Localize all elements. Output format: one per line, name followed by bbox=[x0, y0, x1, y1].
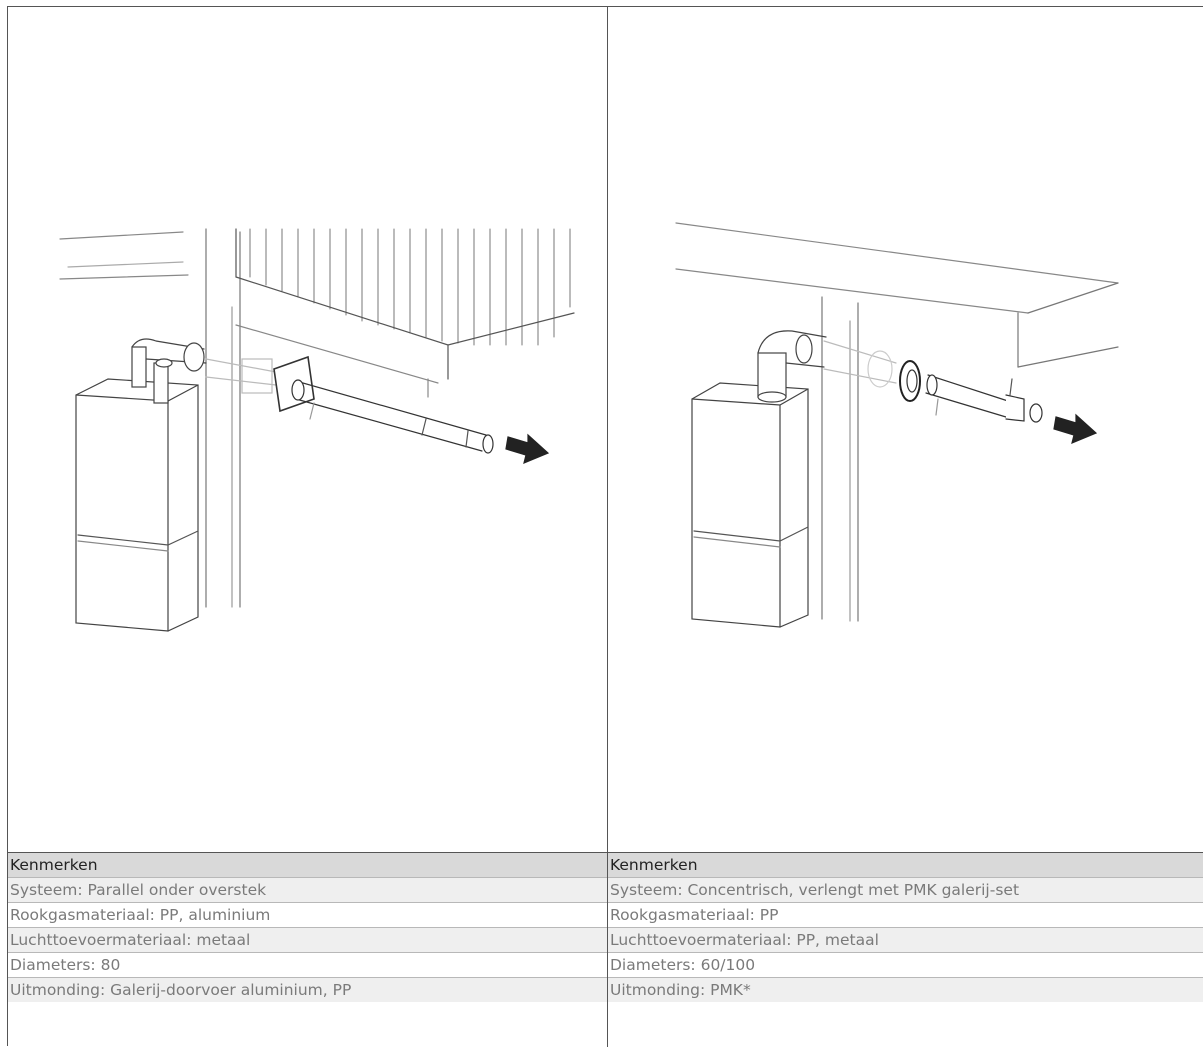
spec-row-diameters: Diameters: 80 bbox=[8, 952, 607, 977]
spec-table-parallel: Kenmerken Systeem: Parallel onder overst… bbox=[8, 852, 607, 1002]
spec-row-flue-material: Rookgasmateriaal: PP, aluminium bbox=[8, 902, 607, 927]
spec-row-system: Systeem: Concentrisch, verlengt met PMK … bbox=[608, 877, 1203, 902]
spec-row-system: Systeem: Parallel onder overstek bbox=[8, 877, 607, 902]
spec-row-terminal: Uitmonding: PMK* bbox=[608, 977, 1203, 1002]
spec-sheet: Kenmerken Systeem: Parallel onder overst… bbox=[7, 6, 1203, 1047]
spec-row-air-material: Luchttoevoermateriaal: PP, metaal bbox=[608, 927, 1203, 952]
spec-table-concentric: Kenmerken Systeem: Concentrisch, verleng… bbox=[608, 852, 1203, 1002]
concentric-flue-illustration bbox=[608, 7, 1203, 852]
spec-header: Kenmerken bbox=[8, 852, 607, 877]
spec-row-flue-material: Rookgasmateriaal: PP bbox=[608, 902, 1203, 927]
panel-parallel: Kenmerken Systeem: Parallel onder overst… bbox=[8, 7, 608, 1047]
spec-row-diameters: Diameters: 60/100 bbox=[608, 952, 1203, 977]
parallel-flue-illustration bbox=[8, 7, 607, 852]
spec-row-air-material: Luchttoevoermateriaal: metaal bbox=[8, 927, 607, 952]
spec-header: Kenmerken bbox=[608, 852, 1203, 877]
spec-row-terminal: Uitmonding: Galerij-doorvoer aluminium, … bbox=[8, 977, 607, 1002]
panel-concentric: Kenmerken Systeem: Concentrisch, verleng… bbox=[608, 7, 1203, 1047]
